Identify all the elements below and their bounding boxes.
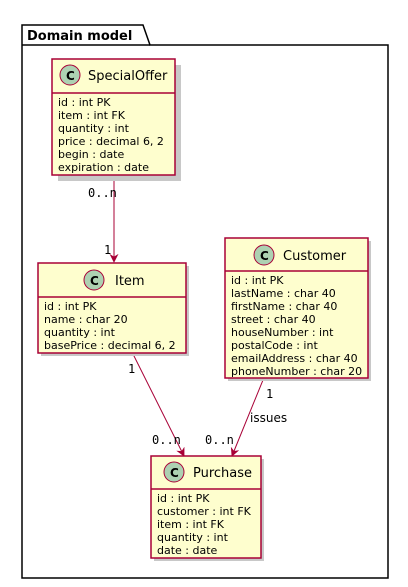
class-name: SpecialOffer bbox=[88, 69, 168, 84]
edge-customer-purchase: 1 issues 0..n bbox=[205, 379, 287, 457]
attribute: basePrice : decimal 6, 2 bbox=[44, 339, 176, 352]
stereotype-c-glyph: C bbox=[90, 274, 99, 288]
association-label-issues: issues bbox=[250, 411, 287, 425]
attribute: id : int PK bbox=[44, 300, 97, 313]
stereotype-c-glyph: C bbox=[66, 69, 75, 83]
class-item[interactable]: C Item id : int PK name : char 20 quanti… bbox=[37, 262, 189, 356]
attribute: id : int PK bbox=[231, 274, 284, 287]
attribute: postalCode : int bbox=[231, 339, 318, 352]
attribute: name : char 20 bbox=[44, 313, 128, 326]
multiplicity-customer-end: 1 bbox=[266, 387, 273, 401]
class-stereotype-icon bbox=[59, 64, 81, 86]
class-name: Purchase bbox=[193, 466, 252, 481]
attribute: expiration : date bbox=[58, 161, 149, 174]
stereotype-c-glyph: C bbox=[260, 249, 269, 263]
multiplicity-purchase-end-a: 0..n bbox=[152, 433, 181, 447]
class-stereotype-icon bbox=[83, 269, 105, 291]
attribute: price : decimal 6, 2 bbox=[58, 135, 164, 148]
class-box bbox=[224, 237, 369, 379]
class-special-offer[interactable]: C SpecialOffer id : int PK item : int FK… bbox=[51, 58, 181, 181]
attribute: quantity : int bbox=[44, 326, 116, 339]
edge-item-purchase: 1 0..n bbox=[128, 353, 185, 457]
class-name: Customer bbox=[283, 249, 347, 264]
attribute: begin : date bbox=[58, 148, 124, 161]
attribute: quantity : int bbox=[157, 531, 229, 544]
attribute: houseNumber : int bbox=[231, 326, 334, 339]
attribute: id : int PK bbox=[157, 492, 210, 505]
package-title: Domain model bbox=[27, 29, 132, 44]
attribute: customer : int FK bbox=[157, 505, 252, 518]
class-box bbox=[37, 262, 187, 354]
attribute: date : date bbox=[157, 544, 218, 557]
multiplicity-offer-side: 0..n bbox=[88, 186, 117, 200]
attribute: item : int FK bbox=[157, 518, 225, 531]
class-customer[interactable]: C Customer id : int PK lastName : char 4… bbox=[224, 237, 371, 381]
class-box bbox=[51, 58, 176, 176]
multiplicity-item-end: 1 bbox=[128, 362, 135, 376]
attribute: phoneNumber : char 20 bbox=[231, 365, 362, 378]
multiplicity-purchase-end-b: 0..n bbox=[205, 433, 234, 447]
multiplicity-item-side: 1 bbox=[104, 243, 111, 257]
class-stereotype-icon bbox=[163, 461, 185, 483]
attribute: street : char 40 bbox=[231, 313, 316, 326]
attribute: id : int PK bbox=[58, 96, 111, 109]
edge-offer-item: 0..n 1 bbox=[88, 180, 119, 263]
attribute: emailAddress : char 40 bbox=[231, 352, 358, 365]
attribute: item : int FK bbox=[58, 109, 126, 122]
attribute: firstName : char 40 bbox=[231, 300, 337, 313]
attribute: quantity : int bbox=[58, 122, 130, 135]
class-name: Item bbox=[115, 274, 145, 289]
stereotype-c-glyph: C bbox=[170, 466, 179, 480]
attribute: lastName : char 40 bbox=[231, 287, 336, 300]
class-stereotype-icon bbox=[253, 244, 275, 266]
class-purchase[interactable]: C Purchase id : int PK customer : int FK… bbox=[150, 455, 264, 561]
